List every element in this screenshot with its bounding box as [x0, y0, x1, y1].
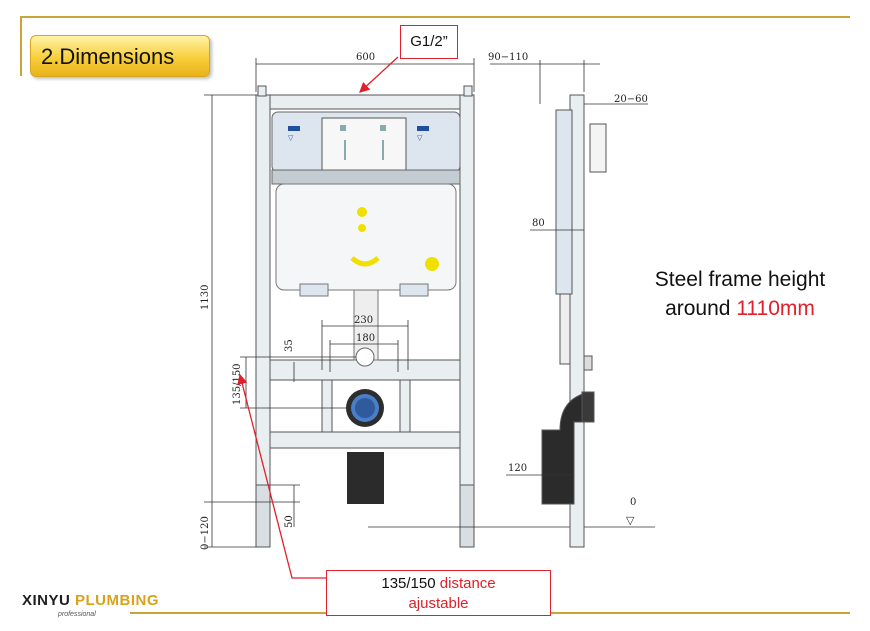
- dim-outlet-side: 120: [508, 463, 527, 474]
- dim-bottom-50: 50: [284, 515, 295, 528]
- note-prefix: 135/150: [381, 575, 436, 592]
- brand-logo: XINYU PLUMBING: [22, 592, 159, 609]
- front-dimension-lines: [204, 58, 655, 548]
- dim-offset-35: 35: [284, 339, 295, 352]
- brand-tagline: professional: [58, 611, 96, 618]
- dim-flush-inner: 180: [356, 333, 375, 344]
- inlet-callout: G1/2”: [400, 25, 458, 59]
- brand-name-part1: XINYU: [22, 592, 71, 609]
- info-line1: Steel frame height: [654, 268, 826, 291]
- top-rule: [20, 16, 850, 18]
- floor-level-icon: ▽: [626, 514, 635, 527]
- frame-height-info: Steel frame height around 1110mm: [630, 265, 850, 323]
- front-frame: [255, 85, 475, 548]
- dim-leg-adjust: 0−120: [200, 516, 211, 550]
- slide-title: 2.Dimensions: [30, 35, 210, 77]
- cistern: ▽ ▽: [271, 111, 461, 361]
- svg-text:▽: ▽: [288, 134, 294, 142]
- svg-text:▽: ▽: [417, 134, 423, 142]
- side-frame: [541, 94, 607, 548]
- dim-flush-outer: 230: [354, 315, 373, 326]
- dim-wall-depth: 90−110: [488, 52, 528, 63]
- info-value: 1110mm: [736, 297, 815, 320]
- note-arrow: [237, 373, 326, 579]
- note-highlight: distance: [439, 575, 496, 592]
- dim-outlet-height: 135/150: [232, 363, 243, 405]
- note-line2: ajustable: [408, 595, 469, 612]
- inlet-arrow: [359, 56, 399, 93]
- dim-width: 600: [356, 52, 375, 63]
- info-prefix: around: [665, 297, 731, 320]
- dim-frame-depth: 80: [532, 218, 545, 229]
- dim-floor-level: 0: [630, 497, 636, 508]
- side-dimension-lines: [490, 60, 648, 476]
- outlet-pipe: [346, 347, 384, 504]
- dim-height: 1130: [200, 285, 211, 310]
- dim-pipe-depth: 20−60: [614, 94, 648, 105]
- adjustable-note: 135/150 distance ajustable: [326, 570, 551, 616]
- brand-name-part2: PLUMBING: [75, 592, 160, 609]
- left-rule: [20, 16, 22, 76]
